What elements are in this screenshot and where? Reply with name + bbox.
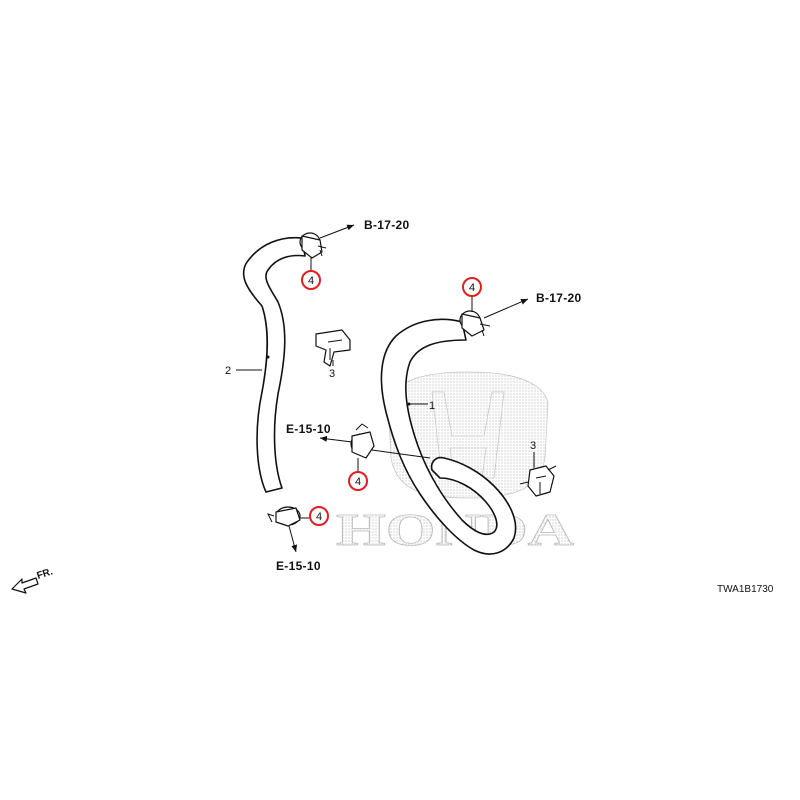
ref-top-right[interactable]: B-17-20 <box>536 291 581 305</box>
badge-clamp-top-right[interactable]: 4 <box>462 277 482 297</box>
ref-bottom[interactable]: E-15-10 <box>276 559 321 573</box>
hose-1-body <box>380 318 517 555</box>
leader-lines <box>236 224 535 553</box>
front-direction-arrow: FR. <box>11 566 55 594</box>
front-label: FR. <box>36 566 55 582</box>
badge-clamp-bottom[interactable]: 4 <box>309 506 329 526</box>
badge-clamp-top-right-number: 4 <box>469 282 475 294</box>
front-arrow-icon <box>11 577 39 594</box>
diagram-code: TWA1B1730 <box>717 584 774 595</box>
callout-clip-right: 3 <box>530 440 536 452</box>
badge-clamp-bottom-number: 4 <box>316 511 322 523</box>
badge-clamp-top-left[interactable]: 4 <box>301 270 321 290</box>
hose-2-body <box>242 236 306 493</box>
badge-clamp-middle[interactable]: 4 <box>348 471 368 491</box>
callout-hose-2: 2 <box>225 365 231 377</box>
clamp-bottom <box>267 506 301 527</box>
clamp-top-left <box>299 232 327 259</box>
badge-clamp-middle-number: 4 <box>355 476 361 488</box>
clip-right <box>519 465 557 497</box>
ref-top-left[interactable]: B-17-20 <box>364 218 409 232</box>
clamp-top-right <box>459 310 491 337</box>
clip-left <box>315 329 351 367</box>
hose-2 <box>242 236 306 493</box>
callout-clip-left: 3 <box>329 368 335 380</box>
callout-hose-1: 1 <box>429 400 435 412</box>
clamp-middle <box>350 423 375 459</box>
badge-clamp-top-left-number: 4 <box>308 275 314 287</box>
ref-middle[interactable]: E-15-10 <box>286 422 331 436</box>
